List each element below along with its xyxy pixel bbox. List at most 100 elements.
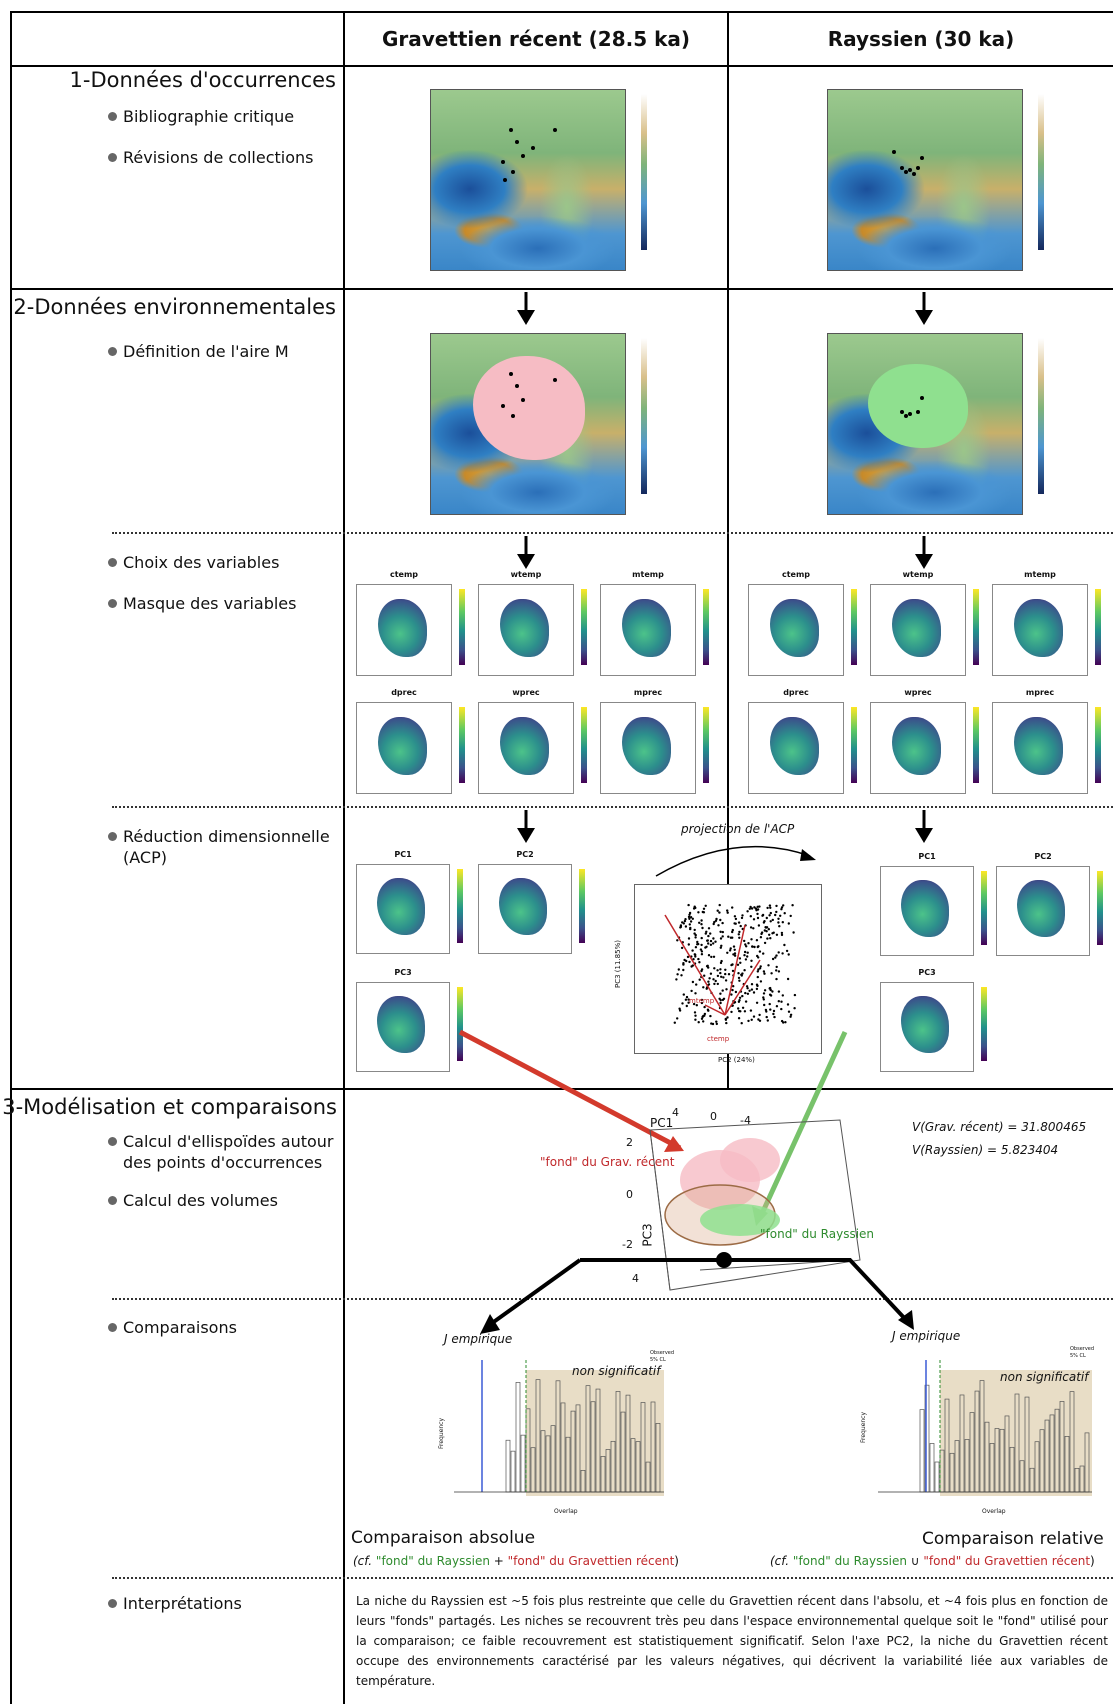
scatter-point (775, 1005, 779, 1008)
scatter-point (676, 973, 679, 976)
scatter-point (698, 921, 701, 924)
model-tick-4: 2 (626, 1136, 633, 1149)
scatter-point (697, 957, 700, 961)
scatter-point (693, 953, 696, 956)
hist-bar (934, 1461, 940, 1493)
scatter-point (681, 921, 684, 924)
scatter-point (714, 919, 718, 922)
scatter-point (689, 926, 692, 930)
scatter-point (700, 943, 703, 947)
scatter-point (731, 906, 734, 909)
scatter-point (719, 971, 722, 975)
scatter-point (775, 910, 778, 914)
scatter-point (684, 925, 688, 928)
scatter-point (756, 912, 759, 916)
scatter-point (726, 909, 729, 912)
var-panel-grav-wprec: wprec (478, 688, 587, 794)
scatter-point (736, 963, 740, 966)
scatter-point (712, 942, 715, 945)
scatter-point (743, 939, 746, 943)
scatter-point (680, 946, 684, 950)
scatter-point (717, 924, 720, 927)
scatter-point (769, 906, 772, 909)
scatter-point (780, 931, 784, 935)
scatter-point (716, 909, 719, 912)
subdivider-2 (112, 806, 1113, 808)
legend-left-cl: 5% CL (650, 1357, 666, 1363)
scatter-point (781, 994, 784, 997)
pca-biplot-scatter (664, 903, 797, 1026)
scatter-point (780, 933, 784, 937)
scatter-point (712, 922, 715, 926)
scatter-point (763, 1003, 766, 1007)
scatter-point (749, 1009, 753, 1012)
scatter-point (707, 954, 711, 957)
scatter-point (775, 977, 778, 981)
scatter-point (750, 959, 753, 962)
scatter-point (746, 951, 749, 954)
scatter-point (687, 998, 690, 1001)
scatter-point (755, 987, 759, 991)
scatter-point (787, 953, 790, 956)
interpretation-text: La niche du Rayssien est ~5 fois plus re… (356, 1594, 1108, 1688)
scatter-point (772, 931, 775, 934)
model-tick-1: 4 (672, 1106, 679, 1119)
scatter-point (743, 954, 746, 957)
scatter-point (784, 1021, 787, 1024)
model-tick-2: 0 (710, 1110, 717, 1123)
pca-vector-label-ctemp: ctemp (707, 1035, 730, 1043)
scatter-point (701, 1015, 704, 1019)
scatter-point (713, 967, 716, 970)
scatter-point (689, 916, 693, 919)
scatter-point (741, 994, 744, 998)
pca-panel-ray-pc1: PC1 (880, 852, 987, 956)
subdivider-3 (112, 1298, 1113, 1300)
scatter-point (763, 920, 766, 923)
grav-fond-label: "fond" du Grav. récent (540, 1155, 675, 1169)
scatter-point (709, 972, 713, 975)
scatter-point (752, 927, 755, 930)
scatter-point (676, 939, 679, 942)
scatter-point (743, 969, 746, 972)
scatter-point (746, 910, 749, 913)
scatter-point (740, 1022, 743, 1025)
scatter-point (704, 946, 707, 949)
scatter-point (758, 950, 762, 953)
scatter-point (687, 1001, 690, 1004)
scatter-point (748, 907, 751, 910)
scatter-point (768, 933, 771, 936)
scatter-point (696, 943, 699, 946)
scatter-point (767, 964, 770, 967)
hist-bar (510, 1450, 516, 1493)
scatter-point (755, 939, 759, 942)
scatter-point (673, 1021, 676, 1024)
scatter-point (786, 977, 790, 981)
section2-title: 2-Données environnementales (13, 295, 336, 319)
scatter-point (693, 1011, 697, 1014)
scatter-point (781, 952, 784, 955)
scatter-point (706, 939, 709, 942)
bullet-comparaisons: Comparaisons (108, 1317, 237, 1338)
pca-panel-grav-pc2: PC2 (478, 850, 585, 954)
scatter-point (740, 916, 744, 920)
scatter-point (746, 987, 749, 990)
scatter-point (687, 903, 690, 907)
scatter-point (726, 951, 729, 954)
scatter-point (777, 970, 781, 973)
scatter-point (762, 998, 765, 1001)
pca-xlabel: PC2 (24%) (718, 1056, 755, 1064)
scatter-point (688, 917, 691, 920)
scatter-point (716, 974, 720, 978)
scatter-point (756, 916, 760, 920)
scatter-point (745, 985, 749, 988)
scatter-point (691, 917, 694, 920)
scatter-point (750, 983, 754, 986)
scatter-point (714, 940, 717, 943)
scatter-point (777, 917, 780, 920)
scatter-point (771, 918, 774, 922)
scatter-point (741, 914, 744, 917)
var-panel-grav-ctemp: ctemp (356, 570, 465, 676)
hist-right-ylabel: Frequency (860, 1412, 867, 1443)
scatter-point (759, 936, 763, 939)
scatter-point (675, 978, 678, 981)
